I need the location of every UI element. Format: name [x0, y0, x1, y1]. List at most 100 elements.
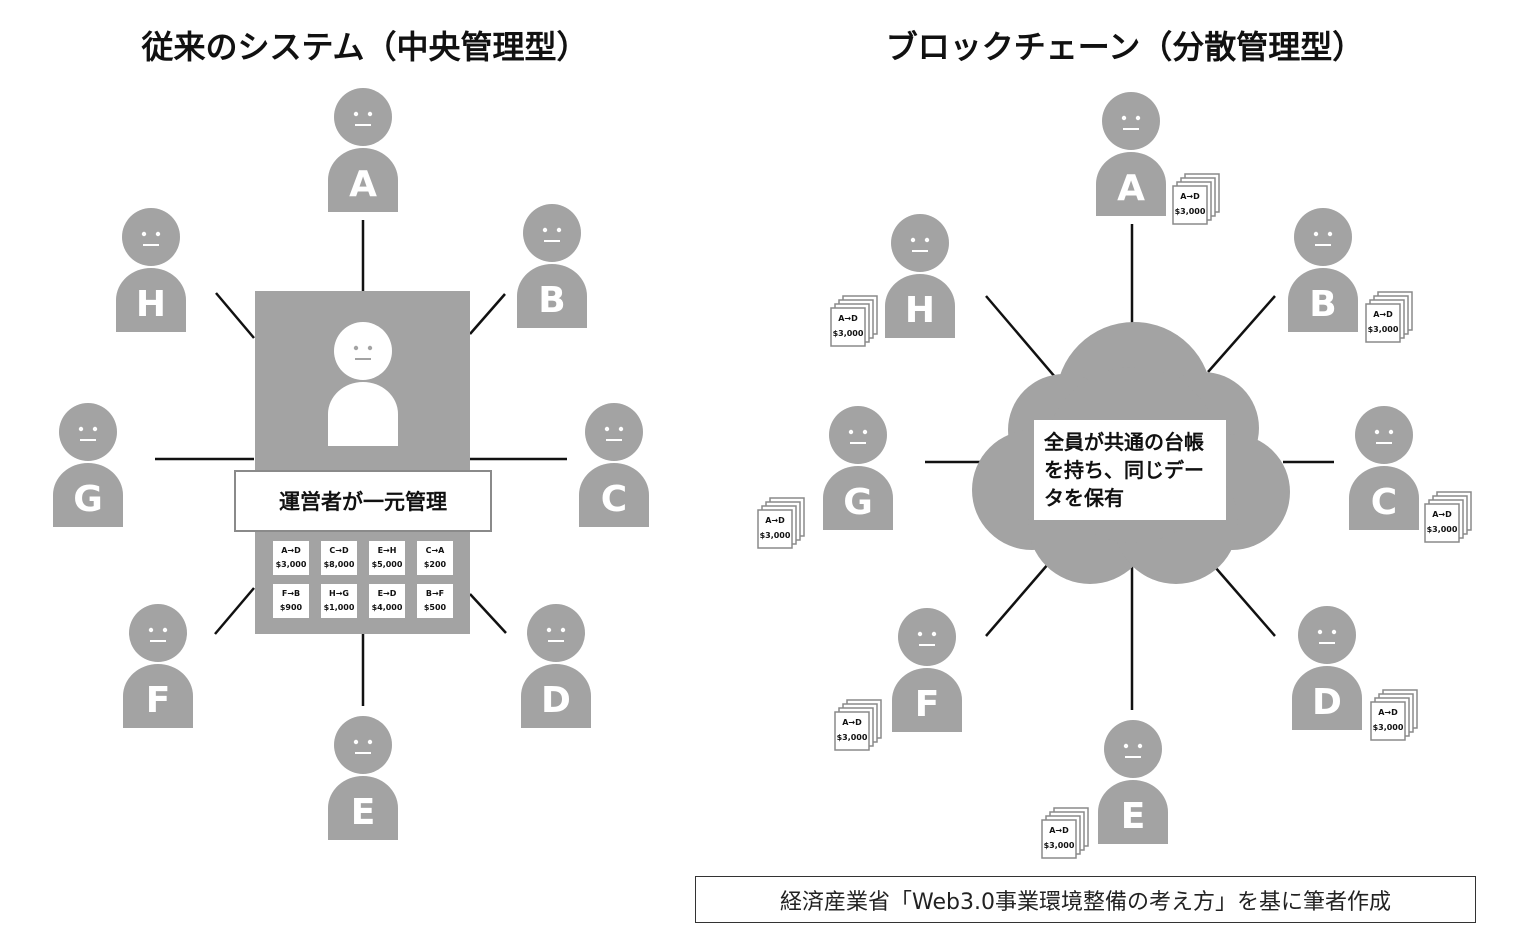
person-body [885, 274, 955, 338]
ledger-copy-stack: A→D$3,000 [1041, 807, 1089, 859]
person-eye [1313, 231, 1319, 237]
person-mouth [1123, 128, 1139, 130]
ledger-amount-text: $1,000 [324, 603, 355, 612]
person-mouth [1376, 442, 1392, 444]
person-eye [917, 631, 923, 637]
ledger-amount-text: $3,000 [1368, 325, 1399, 334]
ledger-entry: C→A$200 [417, 541, 453, 575]
ledger-amount-text: $200 [424, 560, 447, 569]
left-person-d: D [521, 604, 591, 728]
ledger-sheet [1172, 185, 1208, 225]
person-mouth [606, 439, 622, 441]
ledger-copy-stack: A→D$3,000 [1172, 173, 1220, 225]
person-eye [155, 231, 161, 237]
ledger-amount-text: $3,000 [1373, 723, 1404, 732]
person-eye [148, 627, 154, 633]
person-body [1292, 666, 1362, 730]
person-letter: E [1121, 796, 1146, 837]
person-letter: G [843, 482, 873, 523]
person-eye [910, 237, 916, 243]
person-head [59, 403, 117, 461]
person-mouth [1319, 642, 1335, 644]
spoke-d [1214, 566, 1276, 637]
person-head [334, 716, 392, 774]
spoke-h [215, 292, 255, 339]
person-head [1355, 406, 1413, 464]
person-body [823, 466, 893, 530]
right-title: ブロックチェーン（分散管理型） [885, 28, 1365, 66]
left-person-h: H [116, 208, 186, 332]
person-eye [1123, 743, 1129, 749]
ledger-route-text: C→D [329, 546, 349, 555]
spoke-h [985, 295, 1062, 385]
person-eye [367, 111, 373, 117]
person-head [1294, 208, 1352, 266]
shared-ledger-label: 全員が共通の台帳を持ち、同じデータを保有 [1034, 420, 1226, 520]
ledger-entry: E→D $4,000 [369, 584, 405, 618]
person-eye [162, 627, 168, 633]
ledger-route-text: E→D [378, 589, 397, 598]
ledger-amount-text: $500 [424, 603, 447, 612]
person-eye [353, 111, 359, 117]
central-admin-label: 運営者が一元管理 [234, 470, 492, 532]
person-mouth [850, 442, 866, 444]
person-head [1104, 720, 1162, 778]
person-eye [862, 429, 868, 435]
person-body [123, 664, 193, 728]
person-eye [1374, 429, 1380, 435]
ledger-sheet [830, 307, 866, 347]
person-body [1096, 152, 1166, 216]
person-body [1349, 466, 1419, 530]
ledger-entry: F→B$900 [273, 584, 309, 618]
person-letter: B [538, 280, 565, 321]
person-head [334, 88, 392, 146]
ledger-cell [321, 541, 357, 575]
left-person-a: A [328, 88, 398, 212]
spoke-b [1207, 295, 1276, 373]
person-head [334, 322, 392, 380]
person-letter: A [349, 164, 377, 205]
person-body [1288, 268, 1358, 332]
ledger-amount-text: $5,000 [372, 560, 403, 569]
ledger-sheet [1370, 701, 1406, 741]
left-person-g: G [53, 403, 123, 527]
right-person-e: E [1098, 720, 1168, 844]
person-letter: G [73, 479, 103, 520]
ledger-copy-stack: A→D$3,000 [1370, 689, 1418, 741]
person-eye [556, 227, 562, 233]
person-eye [353, 345, 359, 351]
person-eye [353, 739, 359, 745]
person-eye [924, 237, 930, 243]
person-eye [78, 426, 84, 432]
person-head [527, 604, 585, 662]
ledger-route-text: A→D [765, 516, 785, 525]
person-letter: E [351, 792, 376, 833]
person-eye [92, 426, 98, 432]
ledger-copy-stack: A→D$3,000 [1424, 491, 1472, 543]
ledger-entry: H→G$1,000 [321, 584, 357, 618]
ledger-cell [369, 541, 405, 575]
person-mouth [912, 250, 928, 252]
person-eye [1331, 629, 1337, 635]
ledger-entry: C→D$8,000 [321, 541, 357, 575]
person-eye [1135, 115, 1141, 121]
person-eye [848, 429, 854, 435]
ledger-route-text: E→H [378, 546, 397, 555]
person-body [517, 264, 587, 328]
ledger-route-text: B→F [426, 589, 444, 598]
person-eye [1317, 629, 1323, 635]
ledger-cell [321, 584, 357, 618]
ledger-amount-text: $3,000 [833, 329, 864, 338]
ledger-sheet [834, 711, 870, 751]
person-letter: H [905, 290, 935, 331]
person-eye [1388, 429, 1394, 435]
person-head [1102, 92, 1160, 150]
person-body [1098, 780, 1168, 844]
person-head [891, 214, 949, 272]
person-eye [542, 227, 548, 233]
ledger-route-text: A→D [842, 718, 862, 727]
ledger-amount-text: $3,000 [1175, 207, 1206, 216]
ledger-amount-text: $4,000 [372, 603, 403, 612]
ledger-cell [417, 584, 453, 618]
